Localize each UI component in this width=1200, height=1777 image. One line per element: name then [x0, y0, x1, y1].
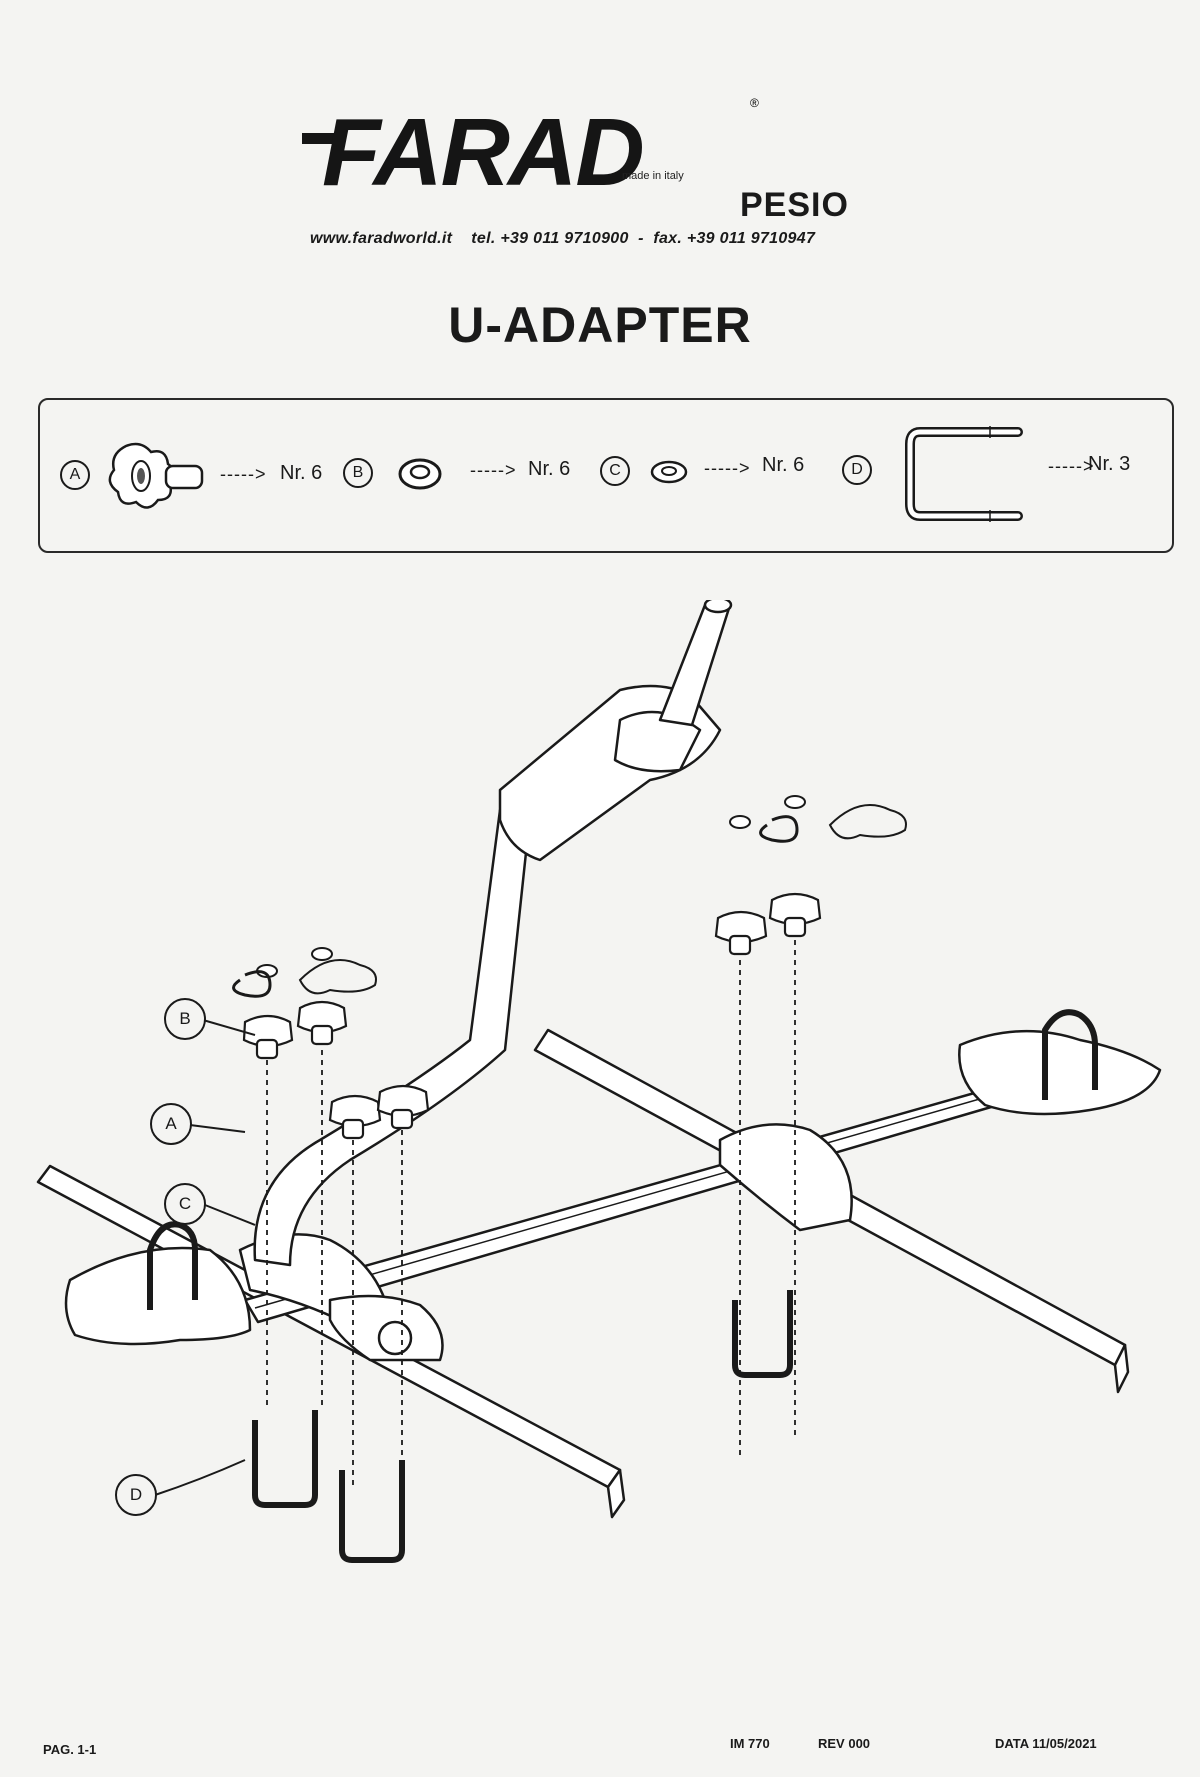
qty-b: Nr. 6	[528, 458, 571, 480]
front-crossbar-end	[606, 1468, 626, 1519]
callout-leaders	[154, 1019, 256, 1496]
nut-icon	[398, 458, 442, 490]
u-bolts	[252, 1290, 793, 1563]
hand-icon-2	[828, 804, 907, 840]
page-number: PAG. 1-1	[43, 1742, 97, 1757]
front-wheel-cradle	[64, 1246, 252, 1346]
document-date: DATA 11/05/2021	[995, 1736, 1097, 1751]
made-in-italy: made in italy	[622, 170, 684, 182]
registered-mark: ®	[750, 96, 759, 110]
part-letter-d: D	[842, 455, 872, 485]
callout-a: A	[150, 1103, 192, 1145]
knob-icon	[108, 442, 204, 509]
arrow-a: ----->	[220, 464, 267, 484]
revision: REV 000	[818, 1736, 871, 1751]
clamp-dial	[377, 1320, 413, 1356]
arrow-c: ----->	[704, 458, 751, 478]
im-number: IM 770	[730, 1736, 770, 1751]
product-name: PESIO	[740, 186, 849, 224]
assembly-diagram	[36, 600, 1162, 1563]
separator: -	[638, 230, 644, 247]
rear-crossbar-end	[1113, 1343, 1130, 1394]
website: www.faradworld.it	[310, 230, 453, 247]
knobs	[242, 892, 822, 1140]
qty-c: Nr. 6	[762, 454, 805, 476]
u-bolt-icon	[905, 426, 1023, 522]
rotate-arrow-icon	[232, 970, 272, 998]
rear-clamp	[718, 1123, 853, 1232]
arrow-d: ----->	[1048, 456, 1095, 476]
arrow-b: ----->	[470, 460, 517, 480]
callout-b: B	[164, 998, 206, 1040]
front-strap	[147, 1221, 198, 1310]
logo-text: FARAD	[322, 99, 643, 205]
qty-d: Nr. 3	[1088, 453, 1131, 475]
telescopic-tube	[658, 600, 732, 727]
callout-d: D	[115, 1474, 157, 1516]
parts-list: A -----> Nr. 6 B -----> Nr. 6 C -----> N…	[38, 398, 1174, 553]
alignment-lines	[266, 900, 796, 1490]
hand-icon	[298, 959, 377, 995]
part-letter-b: B	[343, 458, 373, 488]
contact-line: www.faradworld.it tel. +39 011 9710900 -…	[310, 230, 815, 248]
part-letter-a: A	[60, 460, 90, 490]
rear-wheel-cradle	[958, 1029, 1162, 1116]
nuts	[256, 795, 806, 978]
document-title: U-ADAPTER	[448, 297, 752, 353]
phone: tel. +39 011 9710900	[471, 230, 629, 247]
washer-icon	[650, 460, 688, 484]
part-letter-c: C	[600, 456, 630, 486]
frame-arm	[253, 808, 532, 1267]
farad-logo: FARAD ® made in italy	[302, 96, 759, 205]
clamp-jaw	[613, 710, 702, 773]
qty-a: Nr. 6	[280, 462, 323, 484]
logo-dash	[302, 133, 342, 144]
callout-c: C	[164, 1183, 206, 1225]
fax: fax. +39 011 9710947	[653, 230, 816, 247]
rear-strap	[1042, 1009, 1098, 1100]
rotate-arrow-icon-2	[759, 815, 799, 843]
tighten-indicators	[232, 804, 907, 998]
